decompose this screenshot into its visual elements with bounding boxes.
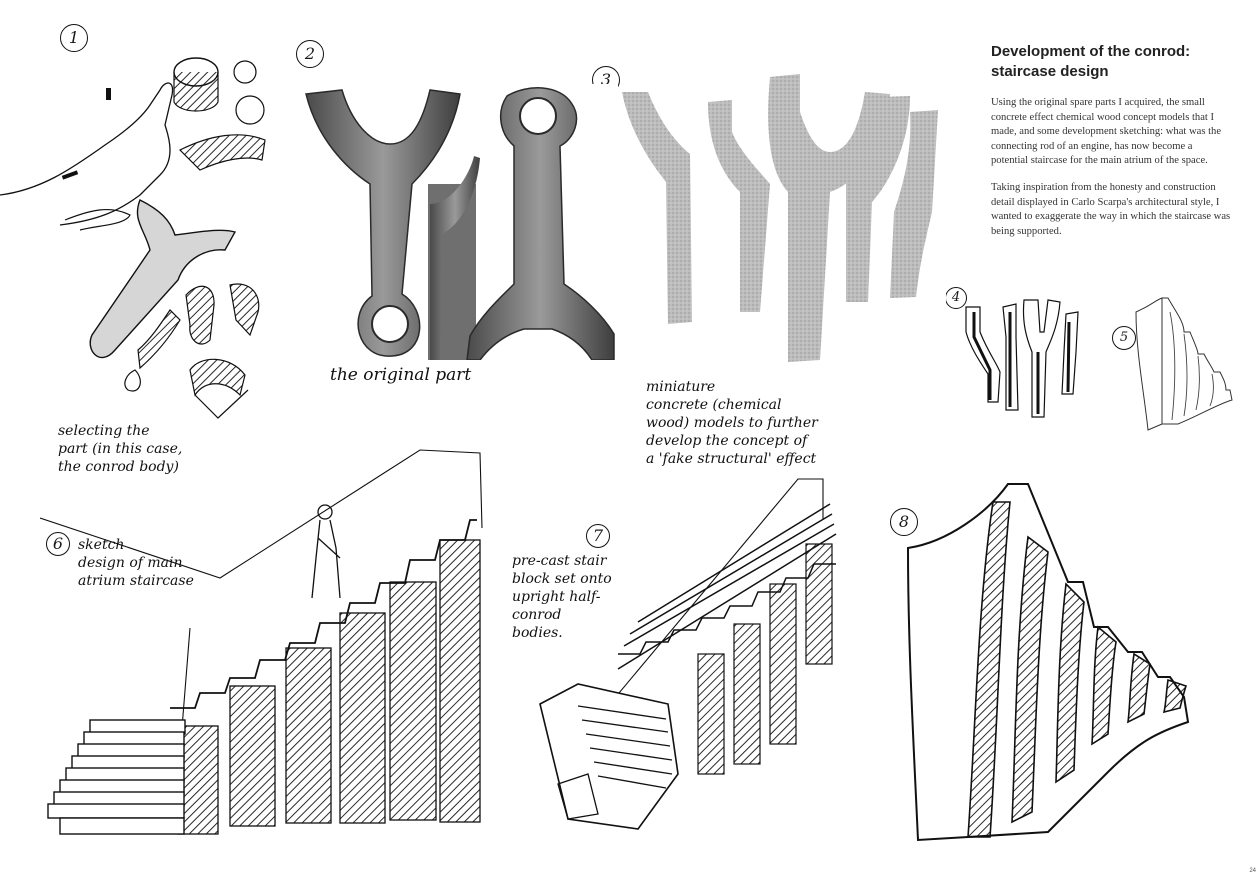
step-number-6: 6 xyxy=(46,532,70,556)
note-selecting-part: selecting the part (in this case, the co… xyxy=(58,423,183,475)
atrium-staircase-sketch xyxy=(40,449,483,835)
note-sketch-design: sketch design of main atrium staircase xyxy=(78,537,194,589)
step-number-8: 8 xyxy=(890,508,918,536)
step-number-1: 1 xyxy=(60,24,88,52)
stepped-support-sketch xyxy=(906,483,1190,842)
hand-selecting-sketch xyxy=(0,57,266,419)
step-number-2: 2 xyxy=(296,40,324,68)
note-precast-stair: pre-cast stair block set onto upright ha… xyxy=(512,553,612,641)
page-number: 24 xyxy=(1249,868,1256,874)
body-paragraph-1: Using the original spare parts I acquire… xyxy=(991,97,1222,167)
text-column: Development of the conrod: staircase des… xyxy=(991,42,1231,251)
step-number-7: 7 xyxy=(586,524,610,548)
precast-stair-sketch xyxy=(539,478,837,830)
page-title: Development of the conrod: staircase des… xyxy=(991,43,1191,80)
body-paragraph-2: Taking inspiration from the honesty and … xyxy=(991,181,1231,237)
upright-conrods-sketch xyxy=(965,299,1079,418)
concrete-models-photo xyxy=(620,72,946,362)
step-number-5: 5 xyxy=(1112,326,1136,350)
note-miniature-models: miniature concrete (chemical wood) model… xyxy=(646,379,818,467)
note-original-part: the original part xyxy=(330,365,472,385)
original-part-photo xyxy=(302,84,618,361)
stepped-staircase-sketch xyxy=(1135,297,1233,431)
